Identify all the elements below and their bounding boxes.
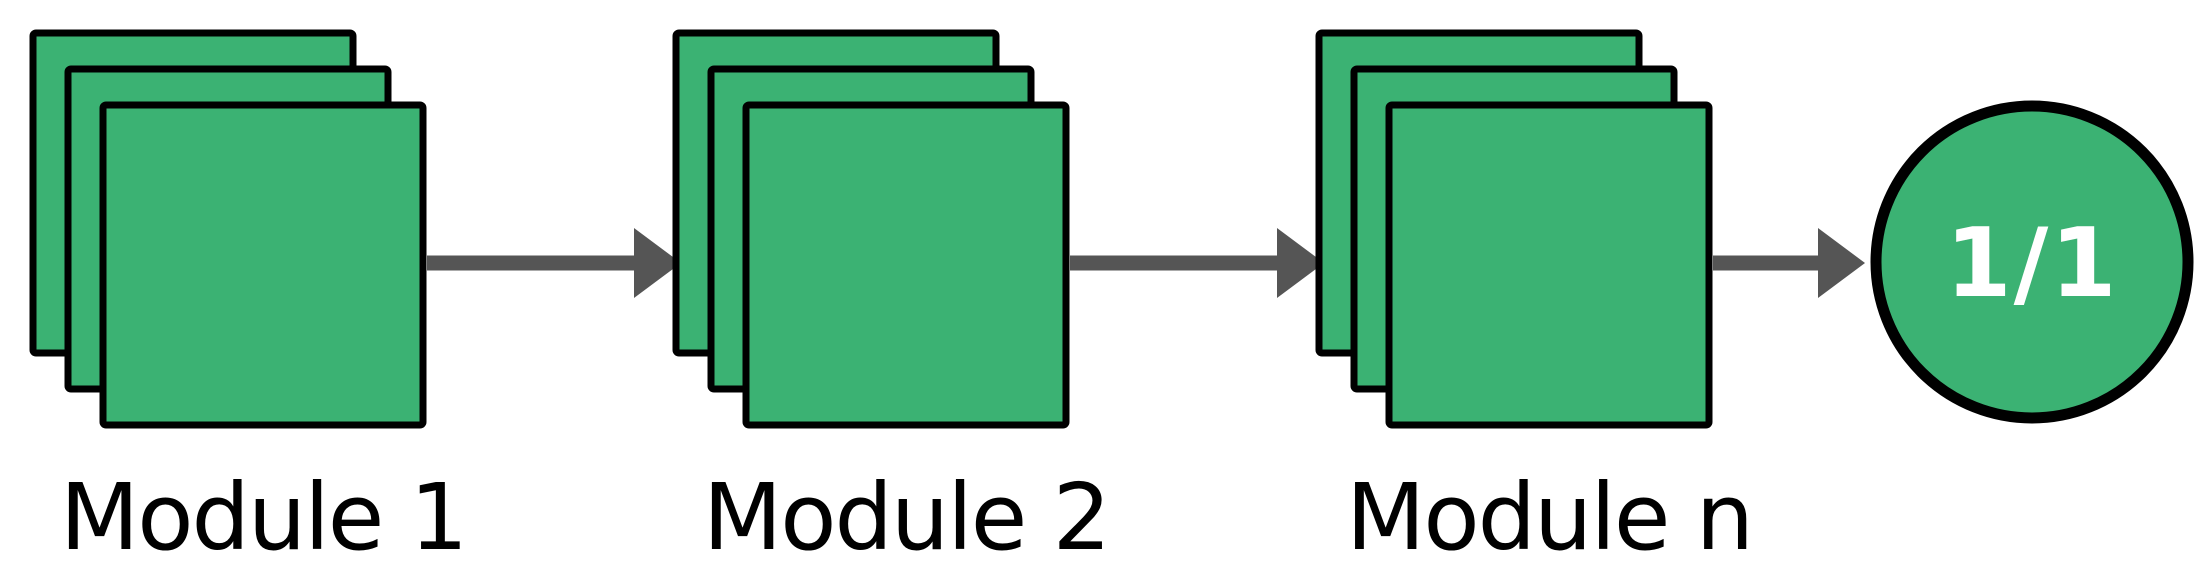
- module-1-card-front: [99, 101, 427, 429]
- module-1-label: Module 1: [60, 464, 466, 571]
- terminal-node-circle: [1870, 100, 2194, 424]
- terminal-node: 1/1: [1870, 100, 2194, 424]
- arrow-3-icon: [1713, 228, 1865, 298]
- module-2-group: Module 2: [672, 29, 1111, 571]
- module-2-card-front: [742, 101, 1070, 429]
- arrow-1-head: [634, 228, 681, 298]
- module-1-group: Module 1: [29, 29, 468, 571]
- arrow-3-head: [1818, 228, 1865, 298]
- module-n-group: Module n: [1315, 29, 1754, 571]
- arrow-2-icon: [1070, 228, 1324, 298]
- arrow-1-icon: [427, 228, 681, 298]
- module-n-card-front: [1385, 101, 1713, 429]
- module-2-label: Module 2: [703, 464, 1109, 571]
- module-n-label: Module n: [1346, 464, 1752, 571]
- arrow-2-head: [1277, 228, 1324, 298]
- terminal-node-label: 1/1: [1946, 209, 2119, 319]
